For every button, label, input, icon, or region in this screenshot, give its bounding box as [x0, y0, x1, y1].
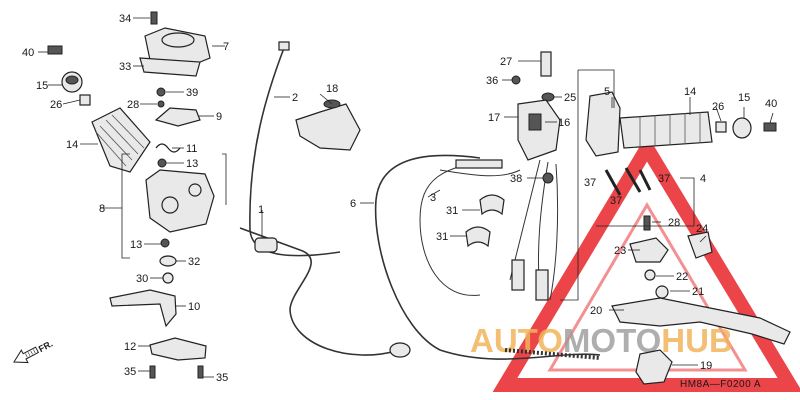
- part-label-p23: 23: [614, 245, 626, 257]
- part-label-p30: 30: [136, 273, 148, 285]
- part-label-p31b: 31: [436, 231, 448, 243]
- part-label-p1: 1: [258, 204, 264, 216]
- part-label-p4: 4: [700, 173, 706, 185]
- part-label-p32: 32: [188, 256, 200, 268]
- part-label-p14r: 14: [684, 86, 696, 98]
- part-label-p13a: 13: [186, 158, 198, 170]
- part-label-p15r: 15: [738, 92, 750, 104]
- part-label-p35b: 35: [216, 372, 228, 384]
- right-assembly: [511, 51, 791, 385]
- watermark-text: AUTOMOTOHUB: [470, 322, 733, 359]
- part-label-p9: 9: [216, 111, 222, 123]
- part-label-p14l: 14: [66, 139, 78, 151]
- part-label-p28r: 28: [668, 217, 680, 229]
- part-label-p8: 8: [99, 203, 105, 215]
- part-label-p33: 33: [119, 61, 131, 73]
- part-label-p7: 7: [223, 41, 229, 53]
- part-label-p39: 39: [186, 87, 198, 99]
- part-label-p11: 11: [186, 143, 197, 155]
- front-arrow: FR.: [13, 339, 54, 364]
- part-label-p21: 21: [692, 286, 704, 298]
- watermark-hub: HUB: [661, 322, 733, 359]
- part-label-p24: 24: [696, 223, 708, 235]
- watermark-auto: AUTO: [470, 322, 563, 359]
- part-label-p37c: 37: [658, 173, 670, 185]
- part-label-p18: 18: [326, 83, 338, 95]
- part-label-p13b: 13: [130, 239, 142, 251]
- part-label-p19: 19: [700, 360, 712, 372]
- part-label-p6: 6: [350, 198, 356, 210]
- front-arrow-label: FR.: [37, 339, 54, 355]
- part-label-p22: 22: [676, 271, 688, 283]
- part-label-p5: 5: [604, 86, 610, 98]
- left-assembly: [47, 11, 215, 379]
- part-label-p26l: 26: [50, 99, 62, 111]
- part-label-p36: 36: [486, 75, 498, 87]
- part-label-p28l: 28: [127, 99, 139, 111]
- part-label-p20: 20: [590, 305, 602, 317]
- part-label-p40l: 40: [22, 47, 34, 59]
- part-18-cap: [295, 99, 361, 151]
- part-label-p26r: 26: [712, 101, 724, 113]
- part-label-p2: 2: [292, 92, 298, 104]
- part-label-p38: 38: [510, 173, 522, 185]
- part-label-p3: 3: [430, 192, 436, 204]
- part-label-p35a: 35: [124, 366, 136, 378]
- part-label-p31a: 31: [446, 205, 458, 217]
- part-label-p37b: 37: [610, 195, 622, 207]
- part-label-p17: 17: [488, 112, 500, 124]
- drawing-code: HM8A—F0200 A: [680, 379, 761, 390]
- cables: [239, 41, 601, 360]
- part-label-p16: 16: [558, 117, 570, 129]
- part-label-p34: 34: [119, 13, 131, 25]
- part-label-p10: 10: [188, 301, 200, 313]
- leader-lines: [38, 17, 774, 378]
- part-label-p40r: 40: [765, 98, 777, 110]
- part-label-p25: 25: [564, 92, 576, 104]
- part-label-p15l: 15: [36, 80, 48, 92]
- part-label-p27: 27: [500, 56, 512, 68]
- part-label-p37a: 37: [584, 177, 596, 189]
- part-label-p12: 12: [124, 341, 136, 353]
